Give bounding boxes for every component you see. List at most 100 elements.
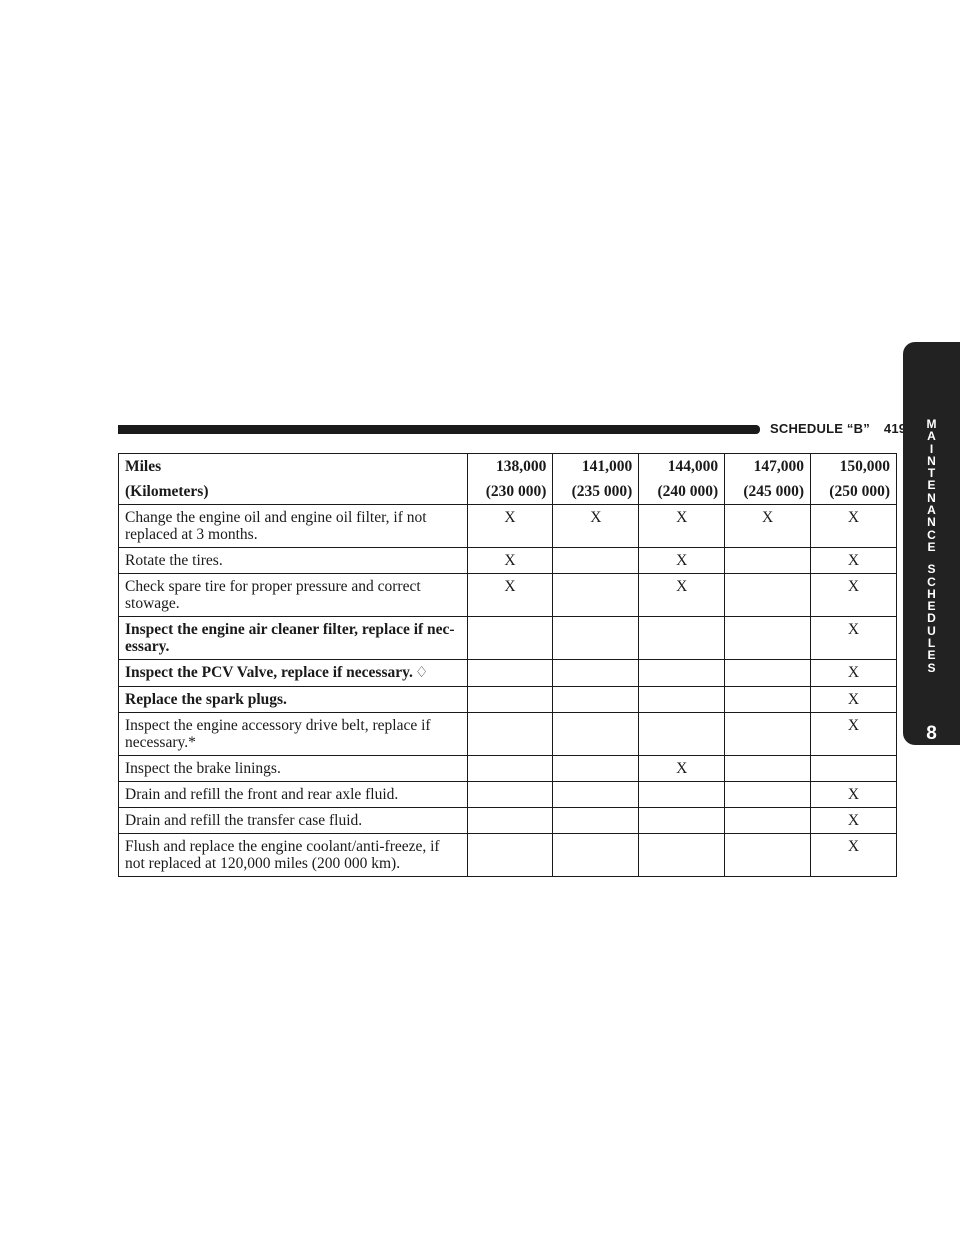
task-text: Change the engine oil and engine oil fil… — [125, 509, 427, 543]
interval-mark-cell — [724, 659, 812, 687]
interval-mark-cell — [724, 712, 812, 756]
table-row: Change the engine oil and engine oil fil… — [118, 504, 897, 548]
interval-mark-cell — [724, 547, 812, 574]
side-tab-letter: M — [926, 417, 937, 431]
side-tab-letter: E — [927, 648, 936, 663]
interval-km: (240 000) — [657, 483, 719, 500]
task-text: Replace the spark plugs. — [125, 691, 287, 708]
interval-mark-cell: X — [466, 547, 554, 574]
side-tab-letter: N — [927, 490, 936, 505]
task-cell: Flush and replace the engine coolant/ant… — [118, 833, 468, 877]
task-cell: Inspect the engine accessory drive belt,… — [118, 712, 468, 756]
side-tab-letter: E — [927, 478, 936, 493]
interval-mark-cell — [466, 659, 554, 687]
side-tab-letter: S — [927, 562, 936, 577]
interval-miles: 150,000 — [839, 458, 890, 475]
interval-mark-cell: X — [810, 659, 897, 687]
task-text: Inspect the brake linings. — [125, 760, 281, 777]
interval-mark-cell — [466, 833, 554, 877]
side-tab-letter: C — [927, 527, 936, 542]
interval-header-147000: 147,000 (245 000) — [724, 453, 812, 505]
task-cell: Rotate the tires. — [118, 547, 468, 574]
interval-mark-cell: X — [810, 616, 897, 660]
interval-mark-cell — [466, 712, 554, 756]
interval-mark-cell — [552, 755, 640, 782]
interval-mark-cell — [552, 616, 640, 660]
side-tab-letter: N — [927, 515, 936, 530]
interval-mark-cell — [724, 833, 812, 877]
table-header-row: Miles (Kilometers) 138,000 (230 000) 141… — [118, 453, 897, 505]
side-tab-letter: T — [927, 466, 936, 481]
interval-mark-cell: X — [810, 547, 897, 574]
interval-mark-cell: X — [810, 807, 897, 834]
interval-mark-cell — [724, 686, 812, 713]
interval-mark-cell — [724, 807, 812, 834]
task-text: Drain and refill the front and rear axle… — [125, 786, 399, 803]
maintenance-schedule-table: Miles (Kilometers) 138,000 (230 000) 141… — [118, 453, 897, 877]
table-row: Drain and refill the transfer case fluid… — [118, 807, 897, 834]
interval-mark-cell: X — [810, 833, 897, 877]
task-text: Check spare tire for proper pressure and… — [125, 578, 421, 612]
task-text: Inspect the PCV Valve, replace if necess… — [125, 664, 413, 681]
interval-mark-cell: X — [810, 573, 897, 617]
side-tab-letter: I — [929, 441, 934, 456]
interval-header-141000: 141,000 (235 000) — [552, 453, 640, 505]
header-km-label: (Kilometers) — [125, 483, 209, 500]
chapter-number: 8 — [926, 723, 937, 744]
interval-miles: 144,000 — [667, 458, 719, 475]
interval-mark-cell: X — [552, 504, 640, 548]
task-text: Flush and replace the engine coolant/ant… — [125, 838, 440, 872]
interval-mark-cell — [810, 755, 897, 782]
interval-mark-cell: X — [810, 504, 897, 548]
interval-mark-cell — [638, 686, 726, 713]
header-rule — [118, 425, 760, 434]
table-row: Replace the spark plugs. X — [118, 686, 897, 713]
interval-mark-cell: X — [724, 504, 812, 548]
interval-mark-cell: X — [638, 547, 726, 574]
task-cell: Drain and refill the transfer case fluid… — [118, 807, 468, 834]
table-row: Flush and replace the engine coolant/ant… — [118, 833, 897, 877]
side-tab-letter: C — [927, 574, 936, 589]
side-tab-letter: H — [927, 586, 936, 601]
task-cell: Inspect the PCV Valve, replace if necess… — [118, 659, 468, 687]
table-row: Inspect the PCV Valve, replace if necess… — [118, 659, 897, 687]
header-label-cell: Miles (Kilometers) — [118, 453, 468, 505]
interval-mark-cell — [552, 659, 640, 687]
task-cell: Check spare tire for proper pressure and… — [118, 573, 468, 617]
side-tab-letter: N — [927, 453, 936, 468]
interval-mark-cell — [638, 807, 726, 834]
side-tab-letter: A — [927, 503, 936, 518]
interval-mark-cell — [552, 547, 640, 574]
interval-mark-cell — [552, 686, 640, 713]
side-tab-letter: S — [927, 660, 936, 675]
task-cell: Inspect the brake linings. — [118, 755, 468, 782]
interval-mark-cell — [466, 616, 554, 660]
table-row: Drain and refill the front and rear axle… — [118, 781, 897, 808]
interval-mark-cell — [552, 781, 640, 808]
interval-header-150000: 150,000 (250 000) — [810, 453, 897, 505]
interval-mark-cell — [638, 833, 726, 877]
side-tab-letter: E — [927, 599, 936, 614]
interval-mark-cell — [466, 807, 554, 834]
diamond-icon: ♢ — [414, 665, 429, 681]
interval-km: (250 000) — [829, 483, 890, 500]
task-cell: Drain and refill the front and rear axle… — [118, 781, 468, 808]
interval-mark-cell — [466, 781, 554, 808]
task-text: Inspect the engine accessory drive belt,… — [125, 717, 431, 751]
interval-mark-cell — [724, 573, 812, 617]
side-tab-letter: E — [927, 539, 936, 554]
interval-mark-cell: X — [810, 686, 897, 713]
interval-miles: 138,000 — [496, 458, 547, 475]
interval-mark-cell — [724, 755, 812, 782]
interval-miles: 147,000 — [753, 458, 805, 475]
interval-mark-cell — [552, 573, 640, 617]
task-text: Inspect the engine air cleaner filter, r… — [125, 621, 455, 655]
interval-km: (235 000) — [571, 483, 633, 500]
table-row: Inspect the engine accessory drive belt,… — [118, 712, 897, 756]
interval-mark-cell — [466, 755, 554, 782]
side-tab-letter: A — [927, 429, 936, 444]
interval-mark-cell: X — [810, 781, 897, 808]
